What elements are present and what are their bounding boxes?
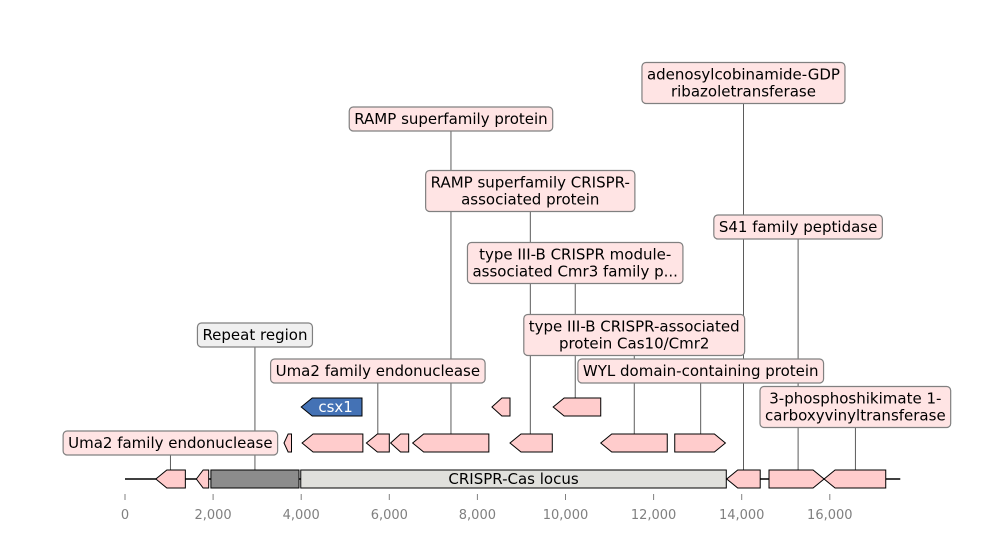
annotation-box [466, 241, 684, 285]
annotation-text: Uma2 family endonuclease [68, 434, 273, 452]
x-tick-label: 6,000 [371, 508, 408, 523]
annotation-label: 3-phosphoshikimate 1-carboxyvinyltransfe… [759, 385, 952, 429]
x-tick-label: 0 [121, 508, 129, 523]
gene-arrow [301, 433, 364, 453]
annotation-label: type III-B CRISPR module-associated Cmr3… [466, 241, 684, 285]
annotation-text: RAMP superfamily protein [354, 110, 547, 128]
gene-arrow [411, 433, 490, 453]
gene-arrow [365, 433, 390, 453]
annotation-text: associated Cmr3 family p... [472, 263, 677, 281]
annotation-box [269, 358, 486, 384]
x-tick-label: 10,000 [543, 508, 589, 523]
annotation-text: adenosylcobinamide-GDP [647, 66, 840, 84]
annotation-text: RAMP superfamily CRISPR- [431, 174, 630, 192]
annotation-label: Uma2 family endonuclease [269, 358, 486, 384]
annotation-box [759, 385, 952, 429]
gene-arrow [283, 433, 293, 453]
annotation-text: carboxyvinyltransferase [765, 407, 946, 425]
gene-arrow [552, 397, 602, 417]
crispr-cas-locus-label: CRISPR-Cas locus [448, 470, 578, 488]
annotation-text: S41 family peptidase [719, 218, 878, 236]
annotation-box [577, 358, 825, 384]
annotation-box [425, 169, 636, 213]
annotation-text: type III-B CRISPR-associated [529, 318, 740, 336]
features-layer: csx1 [155, 397, 887, 489]
gene-arrow [674, 433, 727, 453]
annotation-text: WYL domain-containing protein [583, 362, 819, 380]
gene-arrow [389, 433, 410, 453]
annotation-box [196, 322, 314, 348]
annotation-text: type III-B CRISPR module- [479, 246, 671, 264]
x-axis: 0 2,000 4,000 6,000 8,000 10,000 12,000 14,000 1… [121, 494, 853, 523]
annotation-box [713, 214, 883, 240]
gene-arrow [509, 433, 553, 453]
annotation-box [348, 106, 554, 132]
annotation-label: RAMP superfamily CRISPR-associated prote… [425, 169, 636, 213]
gene-arrow [155, 469, 186, 489]
annotation-text: associated protein [461, 191, 599, 209]
annotation-label: S41 family peptidase [713, 214, 883, 240]
gene-arrow [768, 469, 825, 489]
repeat-region-box [210, 469, 300, 489]
annotation-text: protein Cas10/Cmr2 [559, 335, 710, 353]
gene-arrow [823, 469, 887, 489]
annotation-box [641, 61, 846, 105]
csx1-gene-arrow [300, 397, 363, 417]
annotation-label: adenosylcobinamide-GDPribazoletransferas… [641, 61, 846, 105]
gene-arrow [599, 433, 668, 453]
annotation-label: WYL domain-containing protein [577, 358, 825, 384]
x-tick-label: 8,000 [459, 508, 496, 523]
annotation-label: RAMP superfamily protein [348, 106, 554, 132]
x-tick-label: 2,000 [194, 508, 231, 523]
regions-layer: CRISPR-Cas locus [210, 469, 727, 489]
annotation-text: 3-phosphoshikimate 1- [769, 390, 941, 408]
annotation-label: Uma2 family endonuclease [62, 430, 279, 456]
annotation-text: Uma2 family endonuclease [276, 362, 481, 380]
annotation-box [62, 430, 279, 456]
annotation-text: Repeat region [202, 326, 307, 344]
x-tick-label: 4,000 [283, 508, 320, 523]
x-tick-label: 12,000 [631, 508, 677, 523]
csx1-label: csx1 [318, 398, 352, 416]
annotation-label: Repeat region [196, 322, 314, 348]
gene-arrow [491, 397, 511, 417]
gene-arrow [725, 469, 761, 489]
annotation-text: ribazoletransferase [671, 83, 816, 101]
x-tick-label: 14,000 [719, 508, 765, 523]
gene-arrow [195, 469, 210, 489]
x-tick-label: 16,000 [807, 508, 853, 523]
labels-layer: Uma2 family endonuclease Repeat regionUma… [62, 61, 952, 456]
annotation-box [523, 313, 746, 357]
